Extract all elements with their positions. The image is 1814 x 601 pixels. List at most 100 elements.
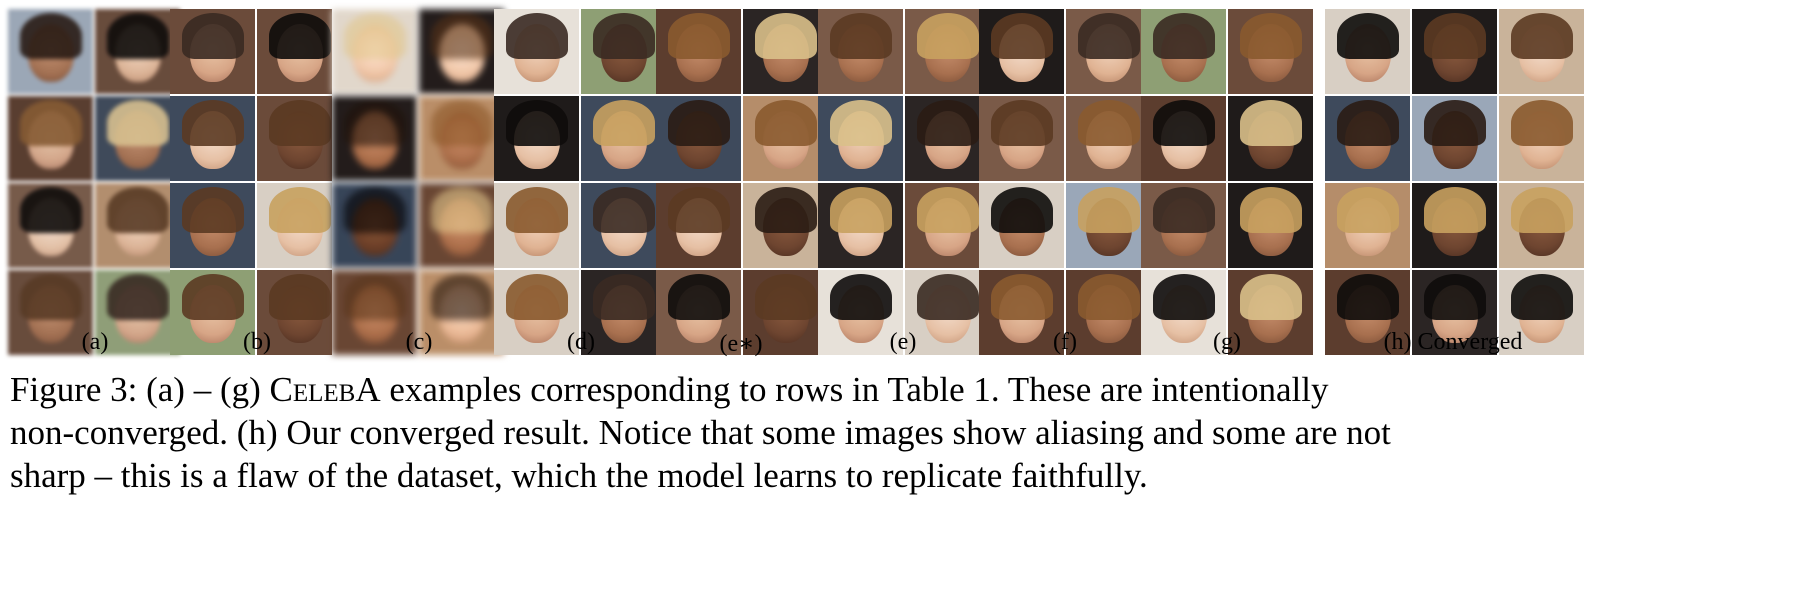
face-thumbnail <box>1066 96 1151 181</box>
panel-label-a: (a) <box>81 329 109 355</box>
face-thumbnail <box>818 96 903 181</box>
face-thumbnail <box>494 96 579 181</box>
face-thumbnail <box>1412 183 1497 268</box>
face-thumbnail <box>1066 270 1151 355</box>
face-thumbnail <box>656 9 741 94</box>
face-thumbnail <box>1325 270 1410 355</box>
panel-b <box>170 9 342 355</box>
face-thumbnail <box>257 96 342 181</box>
face-thumbnail <box>1066 183 1151 268</box>
face-thumbnail <box>818 270 903 355</box>
face-thumbnail <box>1499 183 1584 268</box>
face-thumbnail <box>743 9 828 94</box>
face-thumbnail <box>95 96 180 181</box>
face-thumbnail <box>494 270 579 355</box>
caption-dataset-name: CelebA <box>269 370 381 409</box>
face-thumbnail <box>332 9 417 94</box>
face-thumbnail <box>1228 270 1313 355</box>
panel-h <box>1325 9 1584 355</box>
panel-label-d: (d) <box>567 329 595 355</box>
face-thumbnail <box>494 183 579 268</box>
face-thumbnail <box>979 96 1064 181</box>
face-thumbnail <box>1228 9 1313 94</box>
face-thumbnail <box>8 9 93 94</box>
face-thumbnail <box>905 183 990 268</box>
face-thumbnail <box>1499 9 1584 94</box>
face-thumbnail <box>170 270 255 355</box>
face-thumbnail <box>581 9 666 94</box>
face-thumbnail <box>1325 96 1410 181</box>
face-thumbnail <box>818 183 903 268</box>
face-thumbnail <box>1325 9 1410 94</box>
caption-line-2: non-converged. (h) Our converged result.… <box>10 413 1391 452</box>
face-thumbnail <box>979 9 1064 94</box>
panel-label-e-star: (e∗) <box>719 331 763 357</box>
panel-c <box>332 9 504 355</box>
face-thumbnail <box>979 270 1064 355</box>
panel-label-f: (f) <box>1053 329 1077 355</box>
figure-caption: Figure 3: (a) – (g) CelebA examples corr… <box>10 368 1810 497</box>
face-thumbnail <box>1066 9 1151 94</box>
panel-d <box>494 9 666 355</box>
face-thumbnail <box>581 183 666 268</box>
face-thumbnail <box>332 96 417 181</box>
face-thumbnail <box>1325 183 1410 268</box>
face-thumbnail <box>1141 9 1226 94</box>
face-thumbnail <box>8 96 93 181</box>
face-thumbnail <box>419 96 504 181</box>
face-thumbnail <box>257 270 342 355</box>
face-thumbnail <box>1412 96 1497 181</box>
face-thumbnail <box>1499 270 1584 355</box>
face-thumbnail <box>818 9 903 94</box>
face-thumbnail <box>1141 96 1226 181</box>
caption-line-1: Figure 3: (a) – (g) CelebA examples corr… <box>10 368 1810 411</box>
panel-label-e: (e) <box>889 329 917 355</box>
panel-e-star <box>656 9 828 355</box>
caption-line-1-suffix: examples corresponding to rows in Table … <box>380 370 1329 409</box>
face-thumbnail <box>332 270 417 355</box>
face-thumbnail <box>905 9 990 94</box>
face-thumbnail <box>419 9 504 94</box>
panel-label-c: (c) <box>405 329 433 355</box>
panel-label-g: (g) <box>1213 329 1241 355</box>
face-thumbnail <box>656 270 741 355</box>
face-thumbnail <box>257 183 342 268</box>
face-thumbnail <box>979 183 1064 268</box>
face-thumbnail <box>656 183 741 268</box>
panel-a <box>8 9 180 355</box>
face-thumbnail <box>1228 183 1313 268</box>
face-thumbnail <box>1228 96 1313 181</box>
face-thumbnail <box>743 96 828 181</box>
face-thumbnail <box>581 96 666 181</box>
face-thumbnail <box>1141 183 1226 268</box>
caption-line-1-prefix: Figure 3: (a) – (g) <box>10 370 270 409</box>
face-thumbnail <box>905 96 990 181</box>
panel-label-h: (h) Converged <box>1383 329 1523 355</box>
face-thumbnail <box>170 9 255 94</box>
face-thumbnail <box>257 9 342 94</box>
panel-f <box>979 9 1151 355</box>
face-thumbnail <box>743 270 828 355</box>
face-thumbnail <box>8 183 93 268</box>
face-thumbnail <box>656 96 741 181</box>
face-thumbnail <box>419 183 504 268</box>
panel-g <box>1141 9 1313 355</box>
panel-e <box>818 9 990 355</box>
face-thumbnail <box>1499 96 1584 181</box>
face-thumbnail <box>1412 270 1497 355</box>
face-thumbnail <box>1141 270 1226 355</box>
face-thumbnail <box>494 9 579 94</box>
face-thumbnail <box>905 270 990 355</box>
face-thumbnail <box>743 183 828 268</box>
face-thumbnail <box>170 183 255 268</box>
face-thumbnail <box>1412 9 1497 94</box>
caption-line-3: sharp – this is a flaw of the dataset, w… <box>10 456 1148 495</box>
face-thumbnail <box>8 270 93 355</box>
face-thumbnail <box>581 270 666 355</box>
face-thumbnail <box>95 270 180 355</box>
face-thumbnail <box>332 183 417 268</box>
face-thumbnail <box>170 96 255 181</box>
panel-label-b: (b) <box>243 329 271 355</box>
face-thumbnail <box>95 9 180 94</box>
face-thumbnail <box>419 270 504 355</box>
